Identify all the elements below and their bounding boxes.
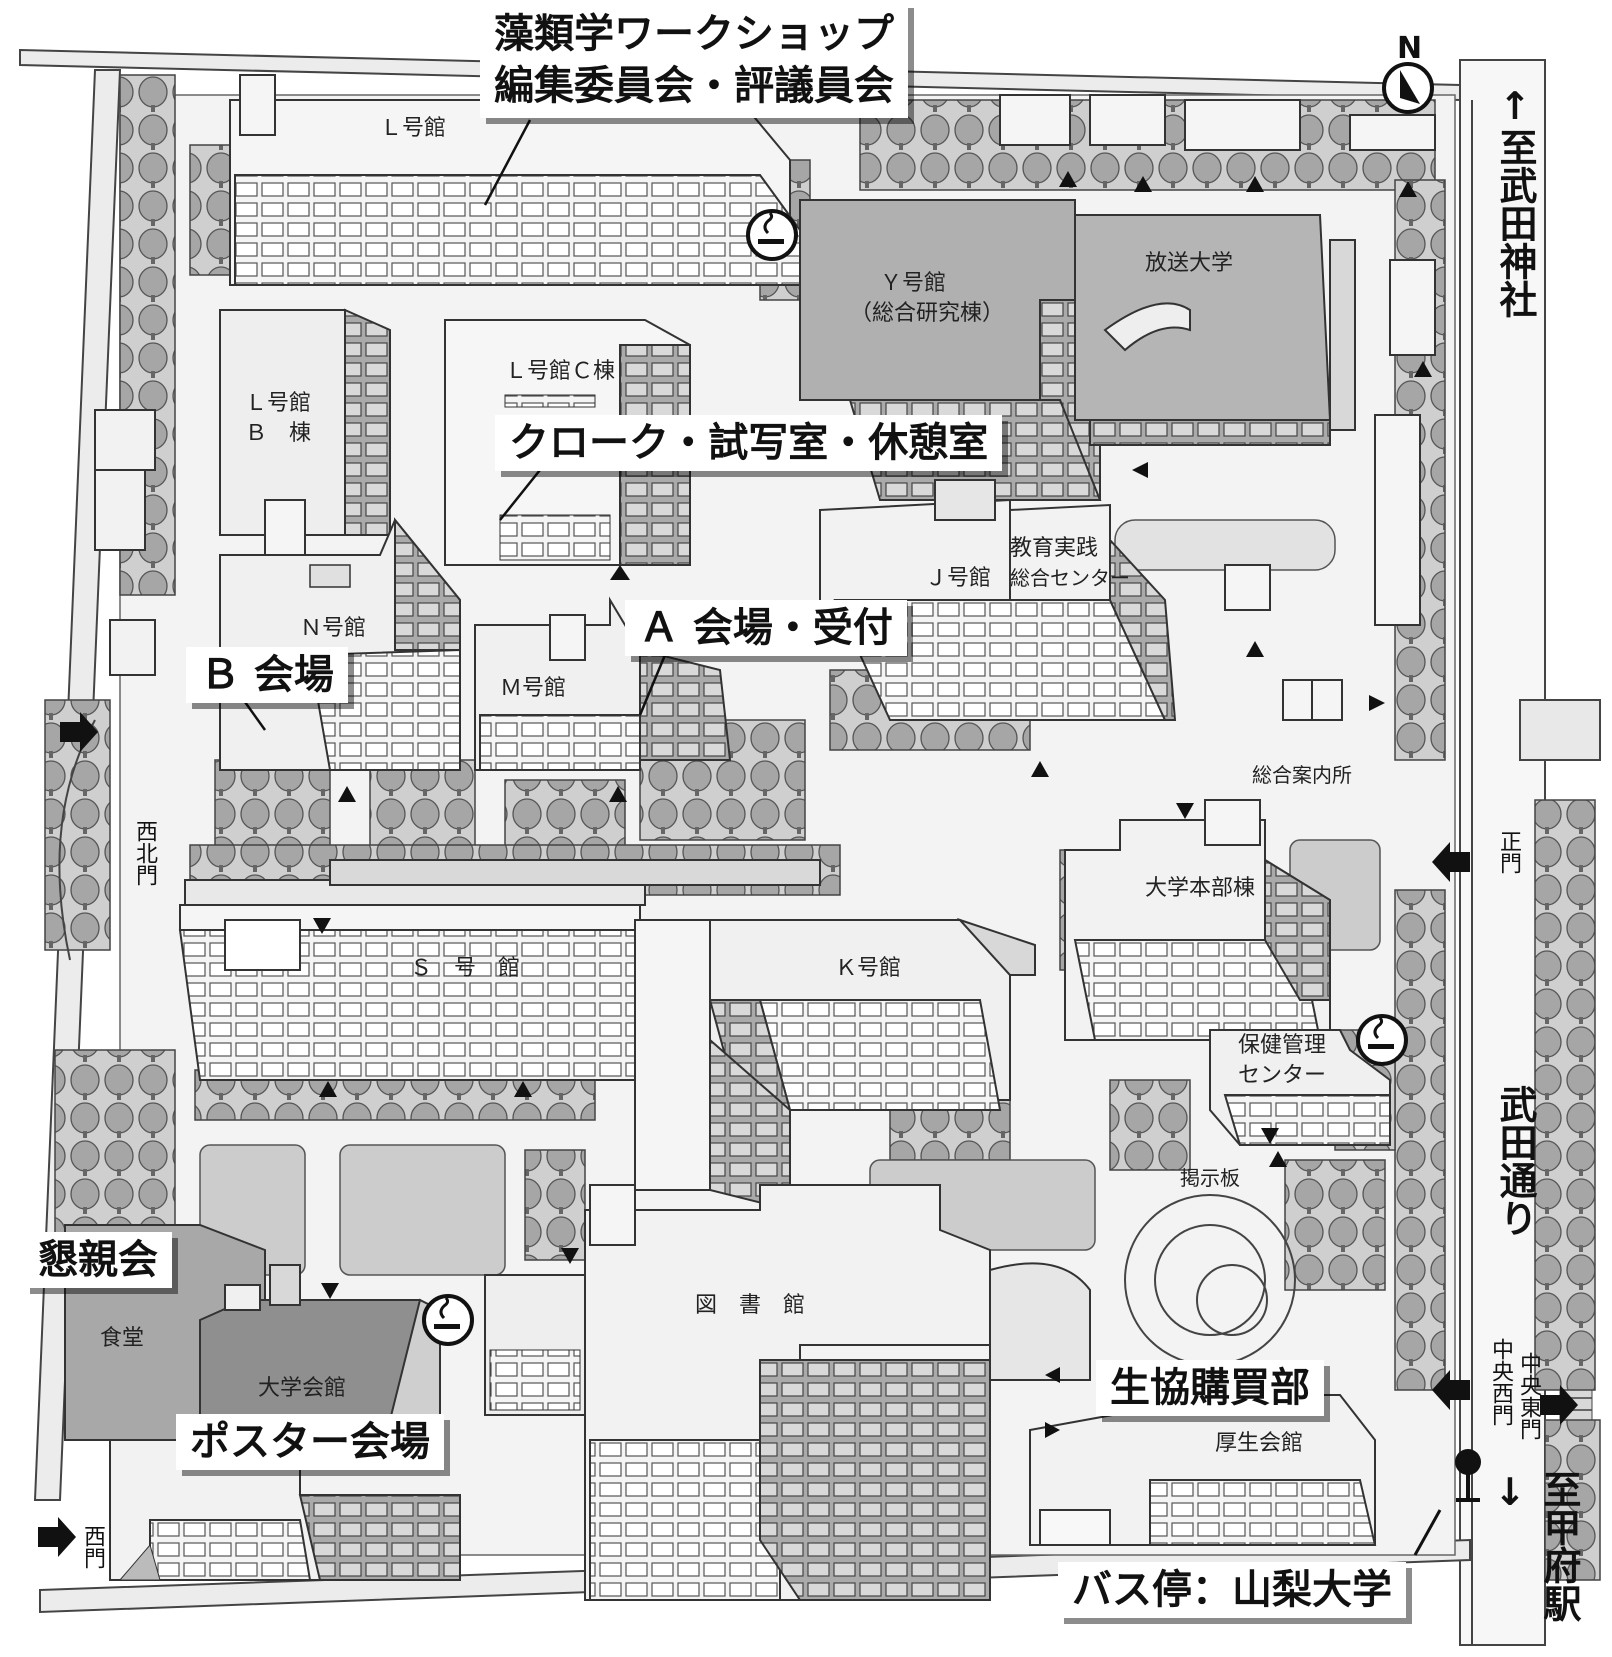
building-J: [819, 479, 1177, 721]
east-building: [1519, 699, 1601, 761]
label-hoken-1: 保健管理: [1238, 1033, 1326, 1058]
label-S: Ｓ 号 館: [410, 956, 520, 981]
callout-coop: 生協購買部: [1096, 1360, 1324, 1416]
building-hoso: [1074, 214, 1356, 446]
label-takeda-dori: 武田通り: [1493, 1085, 1537, 1237]
label-nishimon: 西門: [80, 1525, 105, 1569]
label-edu-1: 教育実践: [1010, 536, 1098, 561]
label-library: 図 書 館: [695, 1293, 805, 1318]
label-J: Ｊ号館: [925, 566, 991, 591]
building-L: [229, 74, 801, 286]
label-honbu: 大学本部棟: [1145, 876, 1255, 901]
label-LB-1: Ｌ号館: [245, 391, 311, 416]
label-hoso: 放送大学: [1145, 251, 1233, 276]
label-chuo-nishi: 中央西門: [1488, 1338, 1513, 1426]
entrance-triangle-icon: [313, 171, 1432, 1438]
label-hoken-2: センター: [1238, 1063, 1326, 1088]
building-library: [484, 1184, 991, 1601]
label-to-takeda: ↑至武田神社: [1493, 84, 1537, 318]
building-southwest: [109, 1439, 461, 1581]
callout-hall-b: Ｂ 会場: [186, 647, 348, 703]
east-cubes: [1224, 564, 1343, 721]
callout-poster: ポスター会場: [176, 1414, 444, 1470]
label-info: 総合案内所: [1252, 763, 1352, 787]
building-LB: [219, 308, 391, 536]
west-small-bldg-1: [94, 409, 156, 471]
bus-stop-icon: [1413, 1449, 1481, 1556]
label-kosei: 厚生会館: [1215, 1431, 1303, 1456]
leader-lines: [238, 119, 667, 731]
label-Y-2: （総合研究棟）: [850, 301, 1004, 326]
label-to-kofu: 至甲府駅↓: [1488, 1470, 1581, 1622]
label-seimon: 正門: [1496, 830, 1521, 874]
north-houses: [999, 94, 1436, 626]
label-M: Ｍ号館: [500, 676, 566, 701]
label-edu-2: 総合センター: [1010, 566, 1130, 590]
building-honbu: [1064, 799, 1331, 1041]
label-N: Ｎ号館: [300, 616, 366, 641]
callout-reception: 懇親会: [24, 1232, 172, 1288]
label-chuo-higashi: 中央東門: [1516, 1352, 1541, 1440]
label-Y-1: Ｙ号館: [880, 271, 946, 296]
label-LC: Ｌ号館Ｃ棟: [505, 359, 615, 384]
callout-workshop-line2: 編集委員会・評議員会: [494, 63, 894, 109]
label-shokudo: 食堂: [100, 1326, 144, 1351]
label-LB-2: Ｂ 棟: [245, 421, 311, 446]
compass-letter: N: [1397, 31, 1422, 66]
roundabout: [1124, 1194, 1296, 1366]
gate-arrow-icon: [38, 712, 1578, 1557]
callout-bus: バス停：山梨大学: [1058, 1562, 1406, 1618]
building-kosei: [989, 1262, 1377, 1546]
building-K: [639, 917, 1036, 1111]
callout-hall-a: Ａ 会場・受付: [625, 600, 907, 656]
label-kaikan: 大学会館: [258, 1376, 346, 1401]
label-seihokumon: 西北門: [132, 820, 157, 886]
label-keiji: 掲示板: [1180, 1166, 1240, 1190]
central-block: [634, 919, 791, 1212]
smoking-area-icon: [422, 209, 1408, 1346]
callout-cloak: クローク・試写室・休憩室: [495, 415, 1003, 471]
callout-workshop-line1: 藻類学ワークショップ: [494, 11, 894, 57]
west-small-bldg-2: [94, 469, 146, 551]
label-L: Ｌ号館: [380, 116, 446, 141]
takeda-dori-road: [1459, 59, 1546, 1646]
building-S: [178, 859, 821, 1081]
callout-workshop: 藻類学ワークショップ 編集委員会・評議員会: [480, 2, 908, 118]
label-K: Ｋ号館: [835, 956, 901, 981]
north-compass-icon: N: [1382, 31, 1434, 114]
west-small-bldg-3: [109, 619, 156, 676]
